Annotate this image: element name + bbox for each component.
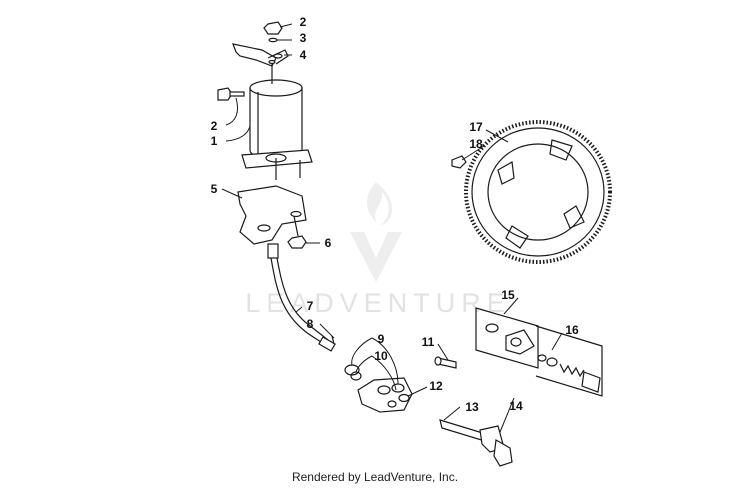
drive-shaft-13 [439, 419, 513, 467]
leader-lines [221, 23, 563, 433]
clip-12 [398, 393, 410, 403]
callout-8: 8 [307, 317, 314, 331]
callout-13: 13 [465, 400, 479, 414]
starter-motor [241, 59, 313, 180]
footer-credit: Rendered by LeadVenture, Inc. [291, 470, 459, 484]
callout-10: 10 [374, 349, 388, 363]
ring-gear-bolt [451, 155, 467, 169]
callout-12: 12 [429, 379, 443, 393]
flex-cable [267, 243, 336, 352]
bendix-housing [357, 377, 413, 413]
callout-2-top: 2 [300, 15, 307, 29]
upper-bracket [232, 43, 289, 67]
callout-15: 15 [501, 288, 515, 302]
side-bolt [217, 87, 245, 101]
mount-bracket [237, 185, 307, 246]
pinion-assembly-15 [475, 307, 539, 369]
callout-14: 14 [509, 399, 523, 413]
spring-set-16 [535, 325, 603, 397]
callout-5: 5 [211, 182, 218, 196]
cable-pin [331, 335, 335, 345]
ring-gear [464, 120, 612, 264]
callout-9: 9 [378, 332, 385, 346]
callout-labels: 2 3 4 2 1 17 18 5 6 15 7 8 16 9 11 10 12… [211, 15, 579, 414]
callout-2-side: 2 [211, 119, 218, 133]
callout-7: 7 [307, 299, 314, 313]
bolt-11 [434, 356, 457, 369]
nut-top [263, 21, 283, 43]
callout-11: 11 [422, 335, 435, 349]
callout-4: 4 [300, 48, 307, 62]
callout-17: 17 [469, 120, 483, 134]
callout-16: 16 [565, 323, 579, 337]
nut-6 [287, 235, 307, 249]
flame-logo-icon [350, 182, 402, 282]
callout-18: 18 [469, 137, 483, 151]
callout-3: 3 [300, 31, 307, 45]
callout-6: 6 [325, 236, 332, 250]
callout-1: 1 [211, 134, 218, 148]
